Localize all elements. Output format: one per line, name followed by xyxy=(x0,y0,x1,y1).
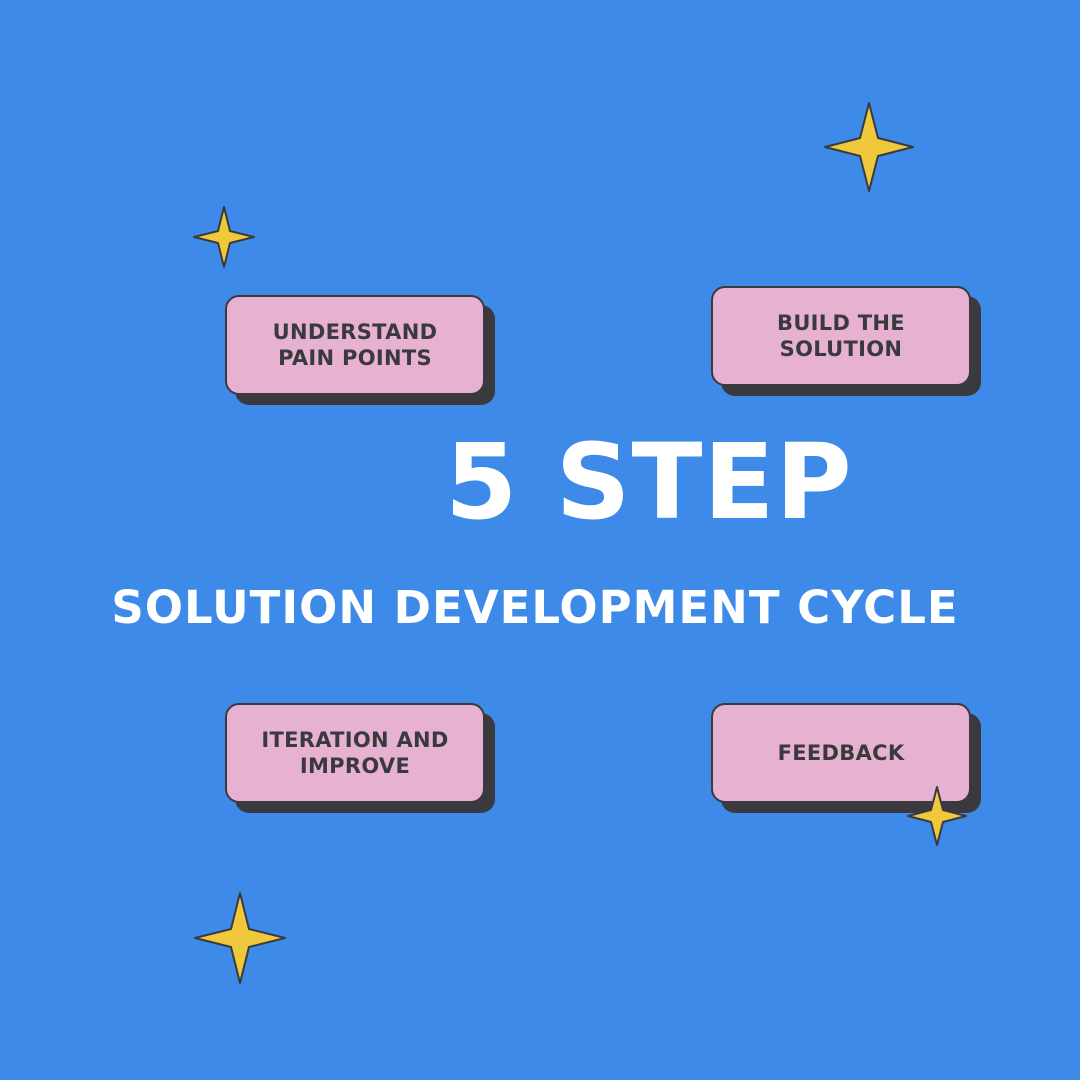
step-box-build-the-solution: BUILD THE SOLUTION xyxy=(711,286,981,396)
sparkle-icon xyxy=(194,892,286,984)
box-face: BUILD THE SOLUTION xyxy=(711,286,971,386)
main-title: 5 STEP xyxy=(445,421,853,543)
step-box-iteration-and-improve: ITERATION AND IMPROVE xyxy=(225,703,495,813)
box-face: FEEDBACK xyxy=(711,703,971,803)
box-face: UNDERSTAND PAIN POINTS xyxy=(225,295,485,395)
box-face: ITERATION AND IMPROVE xyxy=(225,703,485,803)
step-box-feedback: FEEDBACK xyxy=(711,703,981,813)
step-label: ITERATION AND IMPROVE xyxy=(261,728,449,778)
step-label: UNDERSTAND PAIN POINTS xyxy=(272,320,438,370)
step-box-understand-pain-points: UNDERSTAND PAIN POINTS xyxy=(225,295,495,405)
step-label: BUILD THE SOLUTION xyxy=(777,311,905,361)
subtitle: SOLUTION DEVELOPMENT CYCLE xyxy=(111,581,959,634)
step-label: FEEDBACK xyxy=(777,741,905,765)
sparkle-icon xyxy=(824,102,914,192)
sparkle-icon xyxy=(907,786,967,846)
sparkle-icon xyxy=(193,206,255,268)
